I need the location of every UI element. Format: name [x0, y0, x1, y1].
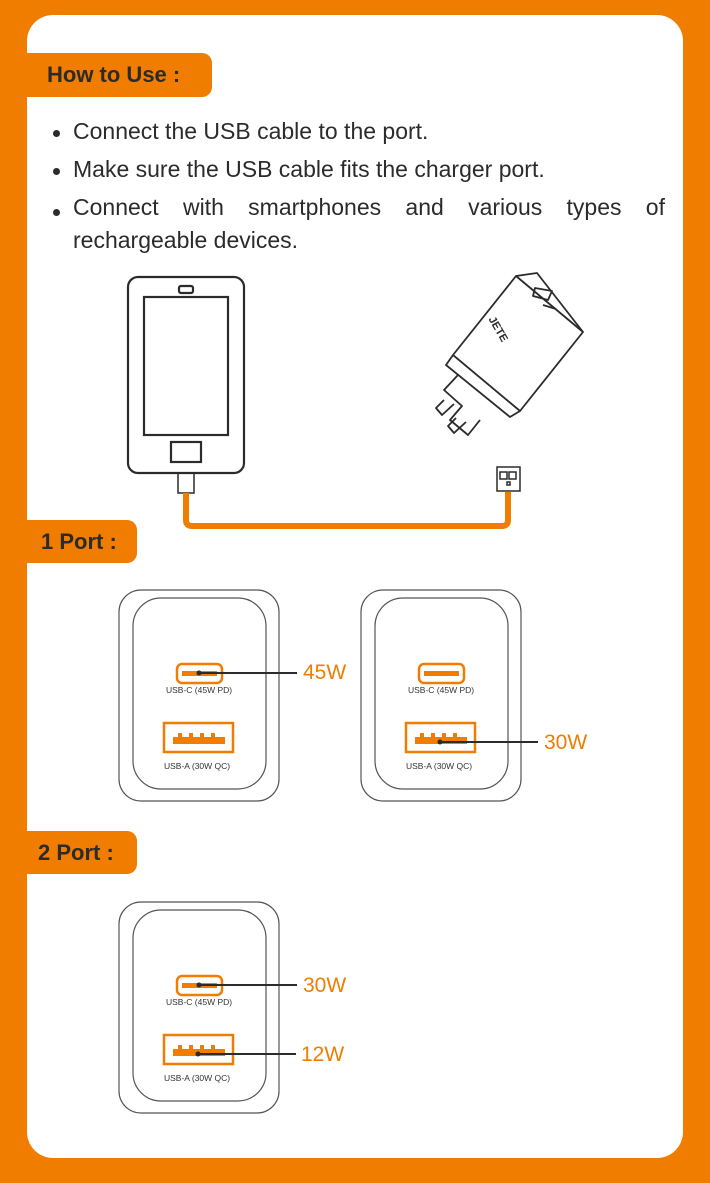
usbc-output: 30W [303, 974, 347, 997]
step-item: Connect the USB cable to the port. [50, 112, 665, 150]
brand-logo: JETE [486, 314, 510, 344]
step-item: Make sure the USB cable fits the charger… [50, 150, 665, 188]
two-port-heading: 2 Port : [27, 831, 137, 874]
one-port-usbc-diagram: USB-C (45W PD) USB-A (30W QC) [118, 589, 297, 802]
usba-output: 12W [301, 1043, 345, 1066]
usbc-label: USB-C (45W PD) [166, 997, 232, 1007]
charger-icon [435, 272, 584, 436]
one-port-usba-diagram: USB-C (45W PD) USB-A (30W QC) [360, 589, 538, 802]
usba-output: 30W [544, 731, 588, 754]
usbc-label: USB-C (45W PD) [408, 685, 474, 695]
usba-label: USB-A (30W QC) [164, 761, 230, 771]
usbc-output: 45W [303, 661, 347, 684]
one-port-heading: 1 Port : [27, 520, 137, 563]
usba-label: USB-A (30W QC) [406, 761, 472, 771]
usba-label: USB-A (30W QC) [164, 1073, 230, 1083]
instruction-card [27, 15, 683, 1158]
two-port-diagram: USB-C (45W PD) USB-A (30W QC) [118, 901, 297, 1114]
usb-plug-icon [496, 466, 521, 492]
cable [183, 492, 511, 529]
connection-illustration: JETE [126, 272, 584, 529]
steps-list: Connect the USB cable to the port. Make … [50, 112, 665, 257]
how-to-use-heading: How to Use : [27, 53, 212, 97]
step-item: Connect with smartphones and various typ… [50, 191, 665, 257]
usbc-label: USB-C (45W PD) [166, 685, 232, 695]
smartphone-icon [126, 275, 246, 494]
